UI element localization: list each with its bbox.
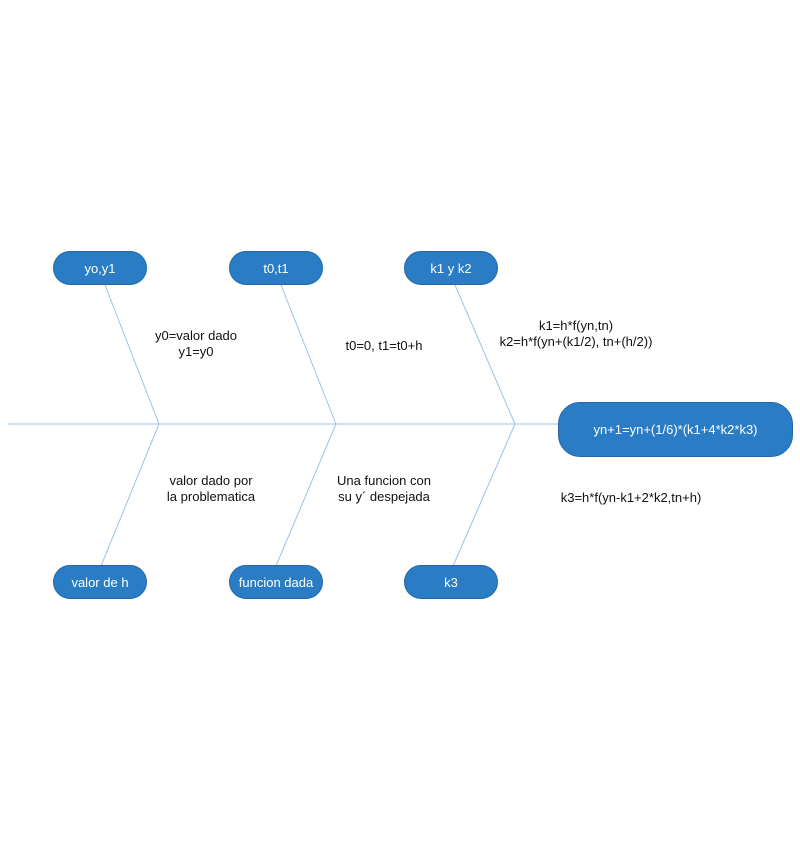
bone-k1-k2 <box>454 284 516 425</box>
note-k1-k2-line-2: k2=h*f(yn+(k1/2), tn+(h/2)) <box>499 334 653 349</box>
cause-node-k1-k2[interactable]: k1 y k2 <box>404 251 498 285</box>
note-valor-de-h-line-2: la problematica <box>166 489 256 504</box>
note-k1-k2: k1=h*f(yn,tn) k2=h*f(yn+(k1/2), tn+(h/2)… <box>478 318 674 350</box>
cause-node-yo-y1[interactable]: yo,y1 <box>53 251 147 285</box>
cause-node-funcion-dada[interactable]: funcion dada <box>229 565 323 599</box>
cause-node-k3[interactable]: k3 <box>404 565 498 599</box>
note-valor-de-h-line-1: valor dado por <box>169 473 253 488</box>
note-yo-y1-line-1: y0=valor dado <box>154 328 238 343</box>
note-k3-line-1: k3=h*f(yn-k1+2*k2,tn+h) <box>560 490 702 505</box>
bone-yo-y1 <box>104 284 160 425</box>
bone-valor-de-h <box>100 423 160 567</box>
bone-k3 <box>452 423 516 567</box>
cause-node-t0-t1[interactable]: t0,t1 <box>229 251 323 285</box>
note-funcion-dada-line-1: Una funcion con <box>337 473 431 488</box>
note-k3: k3=h*f(yn-k1+2*k2,tn+h) <box>536 490 726 506</box>
note-yo-y1: y0=valor dado y1=y0 <box>140 328 252 360</box>
cause-node-valor-de-h[interactable]: valor de h <box>53 565 147 599</box>
note-t0-t1: t0=0, t1=t0+h <box>330 338 438 354</box>
note-t0-t1-line-1: t0=0, t1=t0+h <box>345 338 423 353</box>
bone-t0-t1 <box>280 284 337 425</box>
note-valor-de-h: valor dado por la problematica <box>150 473 272 505</box>
note-yo-y1-line-2: y1=y0 <box>178 344 214 359</box>
note-funcion-dada: Una funcion con su y´ despejada <box>322 473 446 505</box>
note-k1-k2-line-1: k1=h*f(yn,tn) <box>538 318 614 333</box>
note-funcion-dada-line-2: su y´ despejada <box>338 489 430 504</box>
bone-funcion-dada <box>275 423 337 567</box>
effect-node[interactable]: yn+1=yn+(1/6)*(k1+4*k2*k3) <box>558 402 793 457</box>
